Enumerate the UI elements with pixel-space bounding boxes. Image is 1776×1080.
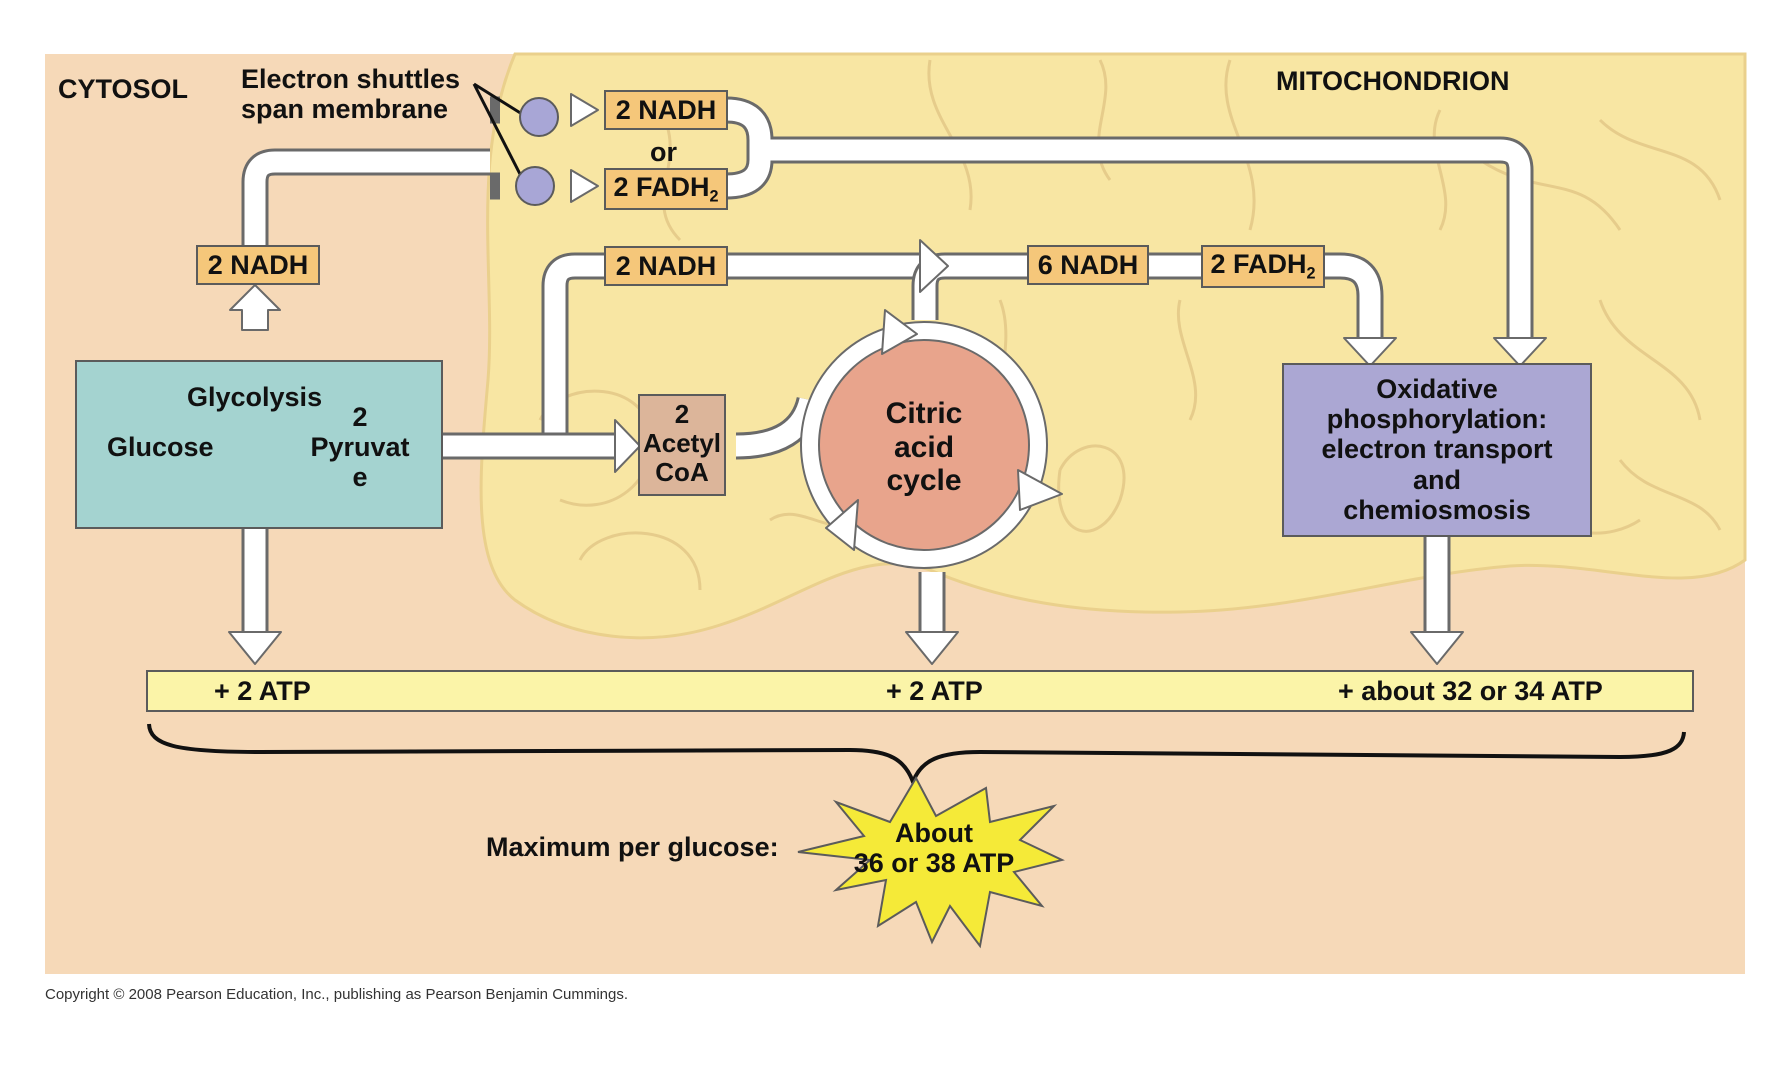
oxphos-box	[1282, 363, 1592, 537]
pyruvate-line3: e	[352, 462, 368, 493]
citric-line2: acid	[893, 430, 955, 464]
acetyl-line1: 2	[674, 399, 690, 429]
acetyl-coa-label: 2 Acetyl CoA	[636, 399, 728, 488]
pyruvate-line1: 2	[352, 402, 368, 432]
citric-fadh2-box: 2 FADH2	[1201, 245, 1325, 288]
citric-fadh2-subscript: 2	[1306, 264, 1316, 283]
oxphos-atp-label: + about 32 or 34 ATP	[1338, 676, 1603, 706]
glycolysis-nadh-box: 2 NADH	[196, 245, 320, 285]
maximum-line2: 36 or 38 ATP	[853, 848, 1015, 879]
citric-cycle-circle	[818, 339, 1030, 551]
pyruvate-line2: Pyruvat	[310, 432, 410, 463]
oxphos-line4: and	[1412, 464, 1461, 495]
citric-nadh-box: 6 NADH	[1027, 245, 1149, 285]
citric-nadh-label: 6 NADH	[1037, 249, 1139, 280]
oxphos-line2: phosphorylation:	[1326, 404, 1548, 435]
citric-cycle-label: Citric acid cycle	[854, 397, 994, 498]
atp-bar	[146, 670, 1694, 712]
shuttle-nadh-box: 2 NADH	[604, 90, 728, 130]
shuttle-or-label: or	[650, 137, 677, 167]
maximum-value: About 36 or 38 ATP	[834, 818, 1034, 878]
citric-fadh2-label: 2 FADH2	[1210, 249, 1315, 284]
citric-line3: cycle	[886, 464, 962, 498]
shuttle-label: Electron shuttles span membrane	[241, 64, 460, 124]
shuttle-dot-nadh	[519, 97, 559, 137]
mitochondrion-label: MITOCHONDRION	[1276, 66, 1510, 96]
maximum-line1: About	[895, 818, 973, 848]
pyruvate-oxidation-nadh-label: 2 NADH	[615, 250, 717, 281]
shuttle-fadh2-box: 2 FADH2	[604, 168, 728, 210]
flow-conduits	[241, 96, 1534, 632]
glycolysis-title: Glycolysis	[187, 382, 323, 412]
shuttle-label-line1: Electron shuttles	[241, 64, 461, 94]
glucose-label: Glucose	[107, 432, 214, 462]
cycle-arrow-heads	[825, 309, 1063, 551]
maximum-label: Maximum per glucose:	[486, 832, 779, 862]
glycolysis-atp-label: + 2 ATP	[214, 676, 311, 706]
pyruvate-label: 2 Pyruvat e	[300, 402, 420, 493]
arrow-heads	[228, 93, 1547, 665]
oxphos-label: Oxidative phosphorylation: electron tran…	[1283, 374, 1591, 525]
glycolysis-box	[75, 360, 443, 529]
shuttle-fadh2-subscript: 2	[709, 187, 719, 206]
oxphos-line3: electron transport	[1321, 434, 1553, 465]
shuttle-nadh-label: 2 NADH	[615, 94, 717, 125]
max-atp-burst	[797, 775, 1065, 949]
shuttle-fadh2-base: 2 FADH	[613, 171, 710, 202]
oxphos-line1: Oxidative	[1376, 374, 1498, 404]
acetyl-line2: Acetyl	[642, 428, 722, 459]
copyright-notice: Copyright © 2008 Pearson Education, Inc.…	[45, 986, 629, 1003]
citric-fadh2-base: 2 FADH	[1210, 249, 1307, 280]
acetyl-coa-box	[638, 394, 726, 496]
shuttle-label-line2: span membrane	[241, 94, 449, 125]
cytosol-label: CYTOSOL	[58, 74, 189, 104]
shuttle-fadh2-label: 2 FADH2	[613, 172, 718, 207]
pyruvate-oxidation-nadh-box: 2 NADH	[604, 246, 728, 286]
shuttle-dot-fadh	[515, 166, 555, 206]
shuttle-pointer-lines	[472, 82, 524, 179]
citric-atp-label: + 2 ATP	[886, 676, 983, 706]
citric-line1: Citric	[885, 397, 963, 430]
oxphos-line5: chemiosmosis	[1343, 494, 1531, 525]
glycolysis-nadh-label: 2 NADH	[207, 249, 309, 280]
acetyl-line3: CoA	[655, 457, 709, 488]
